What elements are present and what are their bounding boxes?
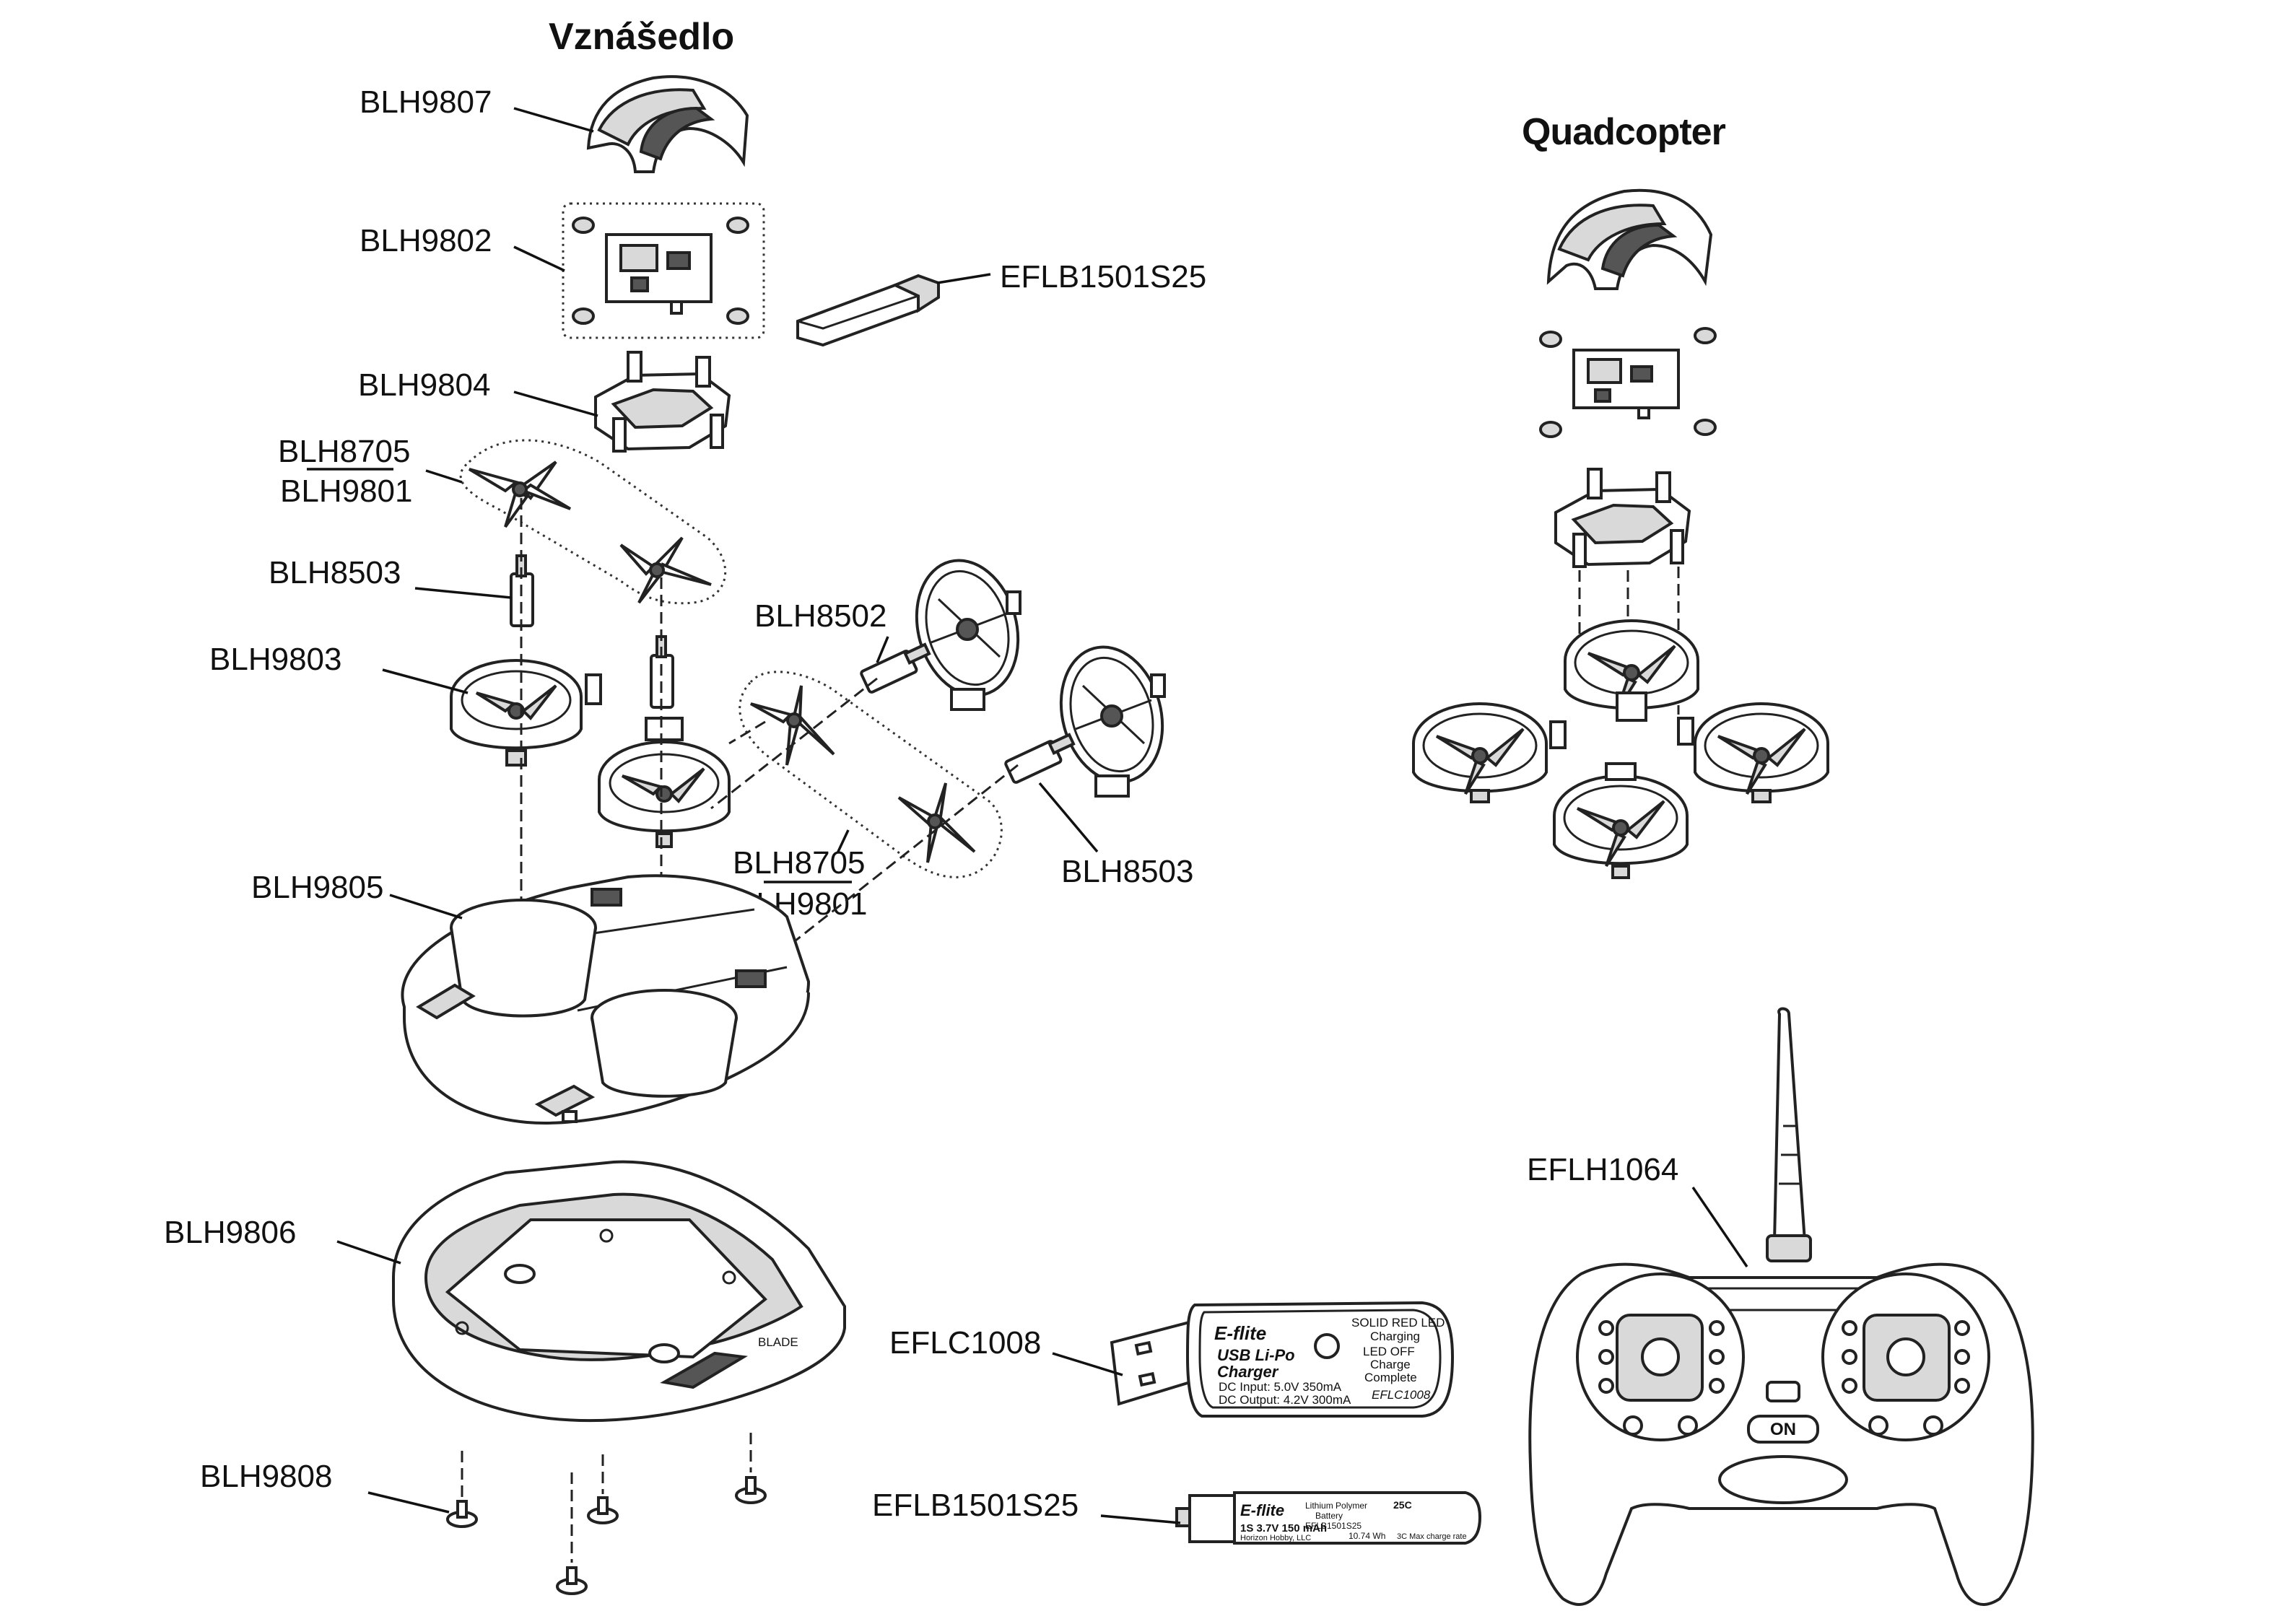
label-eflb1501s25-top: EFLB1501S25: [1000, 259, 1206, 294]
battery-rating: 25C: [1393, 1499, 1412, 1511]
leader-blh8503-right: [1038, 782, 1099, 853]
duct-fan-left: [450, 659, 602, 767]
charger-led-solid: SOLID RED LED: [1351, 1316, 1445, 1330]
label-blh9808: BLH9808: [200, 1459, 332, 1494]
hovercraft-title: Vznášedlo: [549, 16, 734, 58]
duct-fan-lower-right: [1059, 645, 1166, 798]
charger-line2: Charger: [1217, 1363, 1279, 1381]
label-blh9807: BLH9807: [360, 84, 492, 120]
battery-charge: 3C Max charge rate: [1397, 1532, 1467, 1541]
label-eflb1501s25-bottom: EFLB1501S25: [872, 1488, 1079, 1523]
battery-type1: Lithium Polymer: [1305, 1501, 1367, 1511]
quad-frame: [1554, 468, 1691, 568]
usb-charger-eflc1008: E-flite USB Li-Po Charger SOLID RED LED …: [1110, 1301, 1455, 1418]
leader-blh9805: [389, 894, 463, 920]
charger-input: DC Input: 5.0V 350mA: [1219, 1380, 1342, 1394]
battery-spec: 1S 3.7V 150 mAh: [1240, 1522, 1327, 1534]
label-blh8502: BLH8502: [754, 598, 886, 634]
battery-model: EFLB1501S25: [1305, 1521, 1362, 1531]
charger-brand: E-flite: [1214, 1322, 1266, 1344]
leader-blh8502: [876, 636, 889, 663]
power-button-label: ON: [1770, 1420, 1796, 1439]
leader-blh9802: [513, 245, 565, 272]
charger-model: EFLC1008: [1372, 1388, 1431, 1402]
battery-type2: Battery: [1315, 1511, 1343, 1521]
charger-led-charging: Charging: [1370, 1330, 1420, 1343]
leader-blh9803: [382, 668, 469, 694]
charger-line1: USB Li-Po: [1217, 1346, 1295, 1364]
propeller-mid-left: [750, 685, 835, 766]
alignment-lines-hovercraft: [520, 498, 1019, 1032]
motor-right-blh8503: [1004, 733, 1076, 784]
leader-blh8705-top: [425, 469, 463, 484]
transmitter-eflh1064: ON: [1528, 1007, 2034, 1606]
leader-eflh1064: [1691, 1187, 1748, 1267]
label-blh9803: BLH9803: [209, 642, 341, 677]
leader-eflc1008: [1052, 1352, 1123, 1376]
leader-blh8705-mid: [836, 829, 850, 854]
duct-fan-center: [598, 717, 731, 848]
battery-energy: 10.74 Wh: [1349, 1531, 1385, 1541]
frame-blh9804: [594, 351, 731, 453]
propeller-top-left: [468, 460, 572, 528]
leader-eflb1501s25-bottom: [1100, 1514, 1181, 1524]
charger-led-complete2: Complete: [1364, 1371, 1417, 1384]
quad-fan-top: [1564, 619, 1699, 722]
flight-board-blh9802: [572, 217, 749, 325]
charger-led-off: LED OFF: [1363, 1345, 1415, 1358]
label-blh8705-top: BLH8705: [278, 434, 410, 469]
hull-blh9805: [401, 874, 811, 1125]
label-eflh1064: EFLH1064: [1527, 1152, 1678, 1187]
base-brand: BLADE: [758, 1335, 798, 1349]
leader-blh9808: [367, 1491, 450, 1514]
battery-bottom: E-flite Lithium Polymer Battery 25C EFLB…: [1175, 1491, 1482, 1545]
propeller-mid-right: [897, 782, 976, 863]
label-eflc1008: EFLC1008: [889, 1325, 1041, 1361]
motor-blh8502: [860, 642, 931, 694]
quad-canopy: [1546, 188, 1713, 290]
propeller-group-top-outline: [459, 439, 727, 605]
canopy-blh9807: [586, 75, 749, 173]
leader-blh8503-left: [414, 587, 512, 599]
quad-fan-left: [1412, 702, 1567, 803]
label-blh9805: BLH9805: [251, 870, 383, 905]
propeller-top-right: [619, 536, 712, 604]
label-blh9802: BLH9802: [360, 223, 492, 258]
leader-blh9806: [336, 1240, 401, 1265]
label-blh9801-top: BLH9801: [280, 473, 412, 509]
charger-led-complete1: Charge: [1370, 1358, 1411, 1371]
leader-eflb1501s25-top: [936, 273, 991, 284]
label-blh9804: BLH9804: [358, 367, 490, 403]
label-blh8705-mid: BLH8705: [733, 845, 865, 881]
label-blh8503-right: BLH8503: [1061, 854, 1193, 889]
leader-blh9804: [513, 390, 598, 417]
quad-board: [1539, 327, 1717, 438]
label-blh9806: BLH9806: [164, 1215, 296, 1250]
battery-brand: E-flite: [1240, 1501, 1284, 1519]
quad-fan-right: [1677, 702, 1829, 803]
battery-top: [796, 274, 940, 347]
quadcopter-title: Quadcopter: [1522, 111, 1726, 153]
charger-output: DC Output: 4.2V 300mA: [1219, 1393, 1351, 1407]
quad-fan-bottom: [1553, 762, 1689, 879]
landing-base-blh9806: BLADE: [391, 1160, 847, 1423]
screws-blh9808: [446, 1433, 767, 1595]
battery-maker: Horizon Hobby, LLC: [1240, 1534, 1311, 1542]
duct-fan-upper-right: [915, 559, 1021, 711]
leader-blh9807: [513, 107, 594, 133]
label-blh8503-left: BLH8503: [269, 555, 401, 590]
